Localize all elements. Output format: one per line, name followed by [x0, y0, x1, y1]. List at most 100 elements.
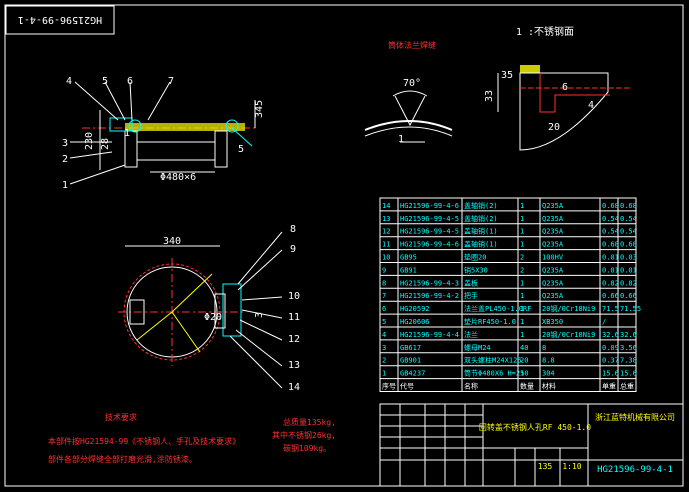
bom-cell: 双头螺柱M24X125: [464, 356, 522, 365]
bom-cell: 5: [382, 318, 386, 326]
dim-28: 28: [100, 138, 111, 150]
bom-cell: 3: [382, 344, 386, 352]
bom-cell: 0.37: [602, 357, 619, 365]
company-name: 浙江蓝特机械有限公司: [595, 412, 675, 422]
tech-requirement-1: 本部件按HG21594-99《不锈钢人、手孔及技术要求》: [48, 436, 240, 446]
bom-cell: 盖轴销(1): [464, 227, 498, 236]
dim-angle: 70°: [403, 78, 421, 89]
bom-cell: HG21596-99-4-5: [400, 215, 459, 223]
bom-cell: 0.54: [602, 228, 619, 236]
bom-cell: Q235A: [542, 228, 564, 236]
flange-detail: 1 :不锈钢面 33 35 20 6 4: [484, 25, 630, 151]
bom-cell: 7.38: [620, 357, 637, 365]
bom-cell: 0.68: [602, 202, 619, 210]
bom-cell: 1: [520, 305, 524, 313]
bom-cell: 0.68: [620, 241, 637, 249]
bom-cell: 8: [542, 344, 546, 352]
plan-view: 340 Φ20 3 8 9 10 11 12 13 14: [118, 224, 300, 393]
balloon-6: 6: [127, 76, 133, 87]
balloon-7: 7: [168, 76, 174, 87]
bom-cell: 8: [382, 279, 386, 287]
bom-cell: 9: [382, 266, 386, 274]
bom-cell: 15.6: [620, 370, 637, 378]
bom-cell: 3.56: [620, 344, 637, 352]
bom-cell: 盖板: [464, 278, 478, 287]
bom-cell: 1: [520, 228, 524, 236]
bom-cell: 1: [382, 370, 386, 378]
bom-cell: 0.82: [620, 279, 637, 287]
bom-cell: 32.6: [620, 331, 637, 339]
bom-cell: 1: [520, 215, 524, 223]
bom-cell: Q235A: [542, 266, 564, 274]
bom-header-cell: 名称: [464, 382, 478, 391]
balloon-9: 9: [290, 244, 296, 255]
rotated-number-box: [5, 5, 115, 35]
dim-4: 4: [588, 100, 594, 111]
bom-cell: 0.09: [602, 344, 619, 352]
bom-cell: HG20592: [400, 305, 430, 313]
bom-cell: 100HV: [542, 254, 564, 262]
bom-cell: 法兰: [464, 330, 478, 339]
weld-detail: 筒体法兰焊缝 70° 1: [364, 40, 453, 145]
bom-header-cell: 材料: [542, 382, 556, 391]
title-block: 回转盖不锈钢人孔RF 450-1.0 浙江蓝特机械有限公司 135 1:10 H…: [379, 403, 684, 487]
bom-cell: 0.01: [602, 254, 619, 262]
bom-cell: 筒节Φ480X6 H=250: [464, 369, 529, 378]
bom-cell: 0.01: [602, 266, 619, 274]
bom-cell: 15.6: [602, 370, 619, 378]
dim-20: 20: [548, 122, 560, 133]
bom-cell: 32.6: [602, 331, 619, 339]
bom-cell: HG21596-99-4-4: [400, 331, 459, 339]
detail-label-right: 1 :不锈钢面: [516, 25, 574, 38]
bom-header-cell: 单重: [602, 382, 616, 391]
scale-value: 1:10: [562, 462, 581, 471]
weight-total: 总质量135kg,: [283, 417, 336, 427]
bom-cell: 13: [382, 215, 390, 223]
balloon-3: 3: [62, 138, 68, 149]
bom-cell: 销5X30: [464, 265, 488, 274]
bom-cell: 10: [382, 254, 390, 262]
dim-3: 3: [254, 312, 265, 318]
dim-33: 33: [484, 90, 495, 102]
bom-cell: 6: [382, 305, 386, 313]
bom-cell: 1: [520, 202, 524, 210]
bom-cell: HG21596-99-4-6: [400, 241, 459, 249]
balloon-14: 14: [288, 382, 300, 393]
balloon-2: 2: [62, 154, 68, 165]
balloon-13: 13: [288, 360, 300, 371]
bom-cell: 盖轴销(2): [464, 201, 498, 210]
detail-title: 筒体法兰焊缝: [388, 40, 436, 50]
bom-cell: GB617: [400, 344, 421, 352]
bom-cell: 0.03: [620, 254, 637, 262]
bom-cell: Q235A: [542, 292, 564, 300]
balloon-1: 1: [62, 180, 68, 191]
dim-35: 35: [501, 70, 513, 81]
dim-230: 230: [84, 132, 95, 150]
bom-cell: 12: [382, 228, 390, 236]
bom-header-cell: 代号: [400, 382, 414, 391]
bom-cell: 40: [520, 344, 528, 352]
bom-cell: Q235A: [542, 202, 564, 210]
section-view: Φ480×6 230 28 345 5 1 4 5 6 7 3 2 1: [62, 76, 265, 191]
bom-cell: HG21596-99-4-2: [400, 292, 459, 300]
bom-cell: 1: [520, 370, 524, 378]
bom-cell: 2: [520, 254, 524, 262]
balloon-12: 12: [288, 334, 300, 345]
bom-cell: 20: [520, 357, 528, 365]
balloon-5: 5: [102, 76, 108, 87]
bom-cell: Q235A: [542, 279, 564, 287]
bom-cell: 71.55: [620, 305, 641, 313]
balloon-4: 4: [66, 76, 72, 87]
drawing-number: HG21596-99-4-1: [597, 465, 673, 475]
bom-cell: 1: [520, 318, 524, 326]
bom-header-cell: 总重: [620, 382, 634, 391]
bom-cell: 1: [520, 241, 524, 249]
qty-value: 135: [538, 462, 553, 471]
bom-cell: 20钢/0Cr18Ni9: [542, 304, 595, 313]
dim-d480: Φ480×6: [160, 172, 196, 183]
dim-6: 6: [562, 82, 568, 93]
bom-cell: 0.66: [602, 292, 619, 300]
bom-header-cell: 数量: [520, 382, 534, 391]
